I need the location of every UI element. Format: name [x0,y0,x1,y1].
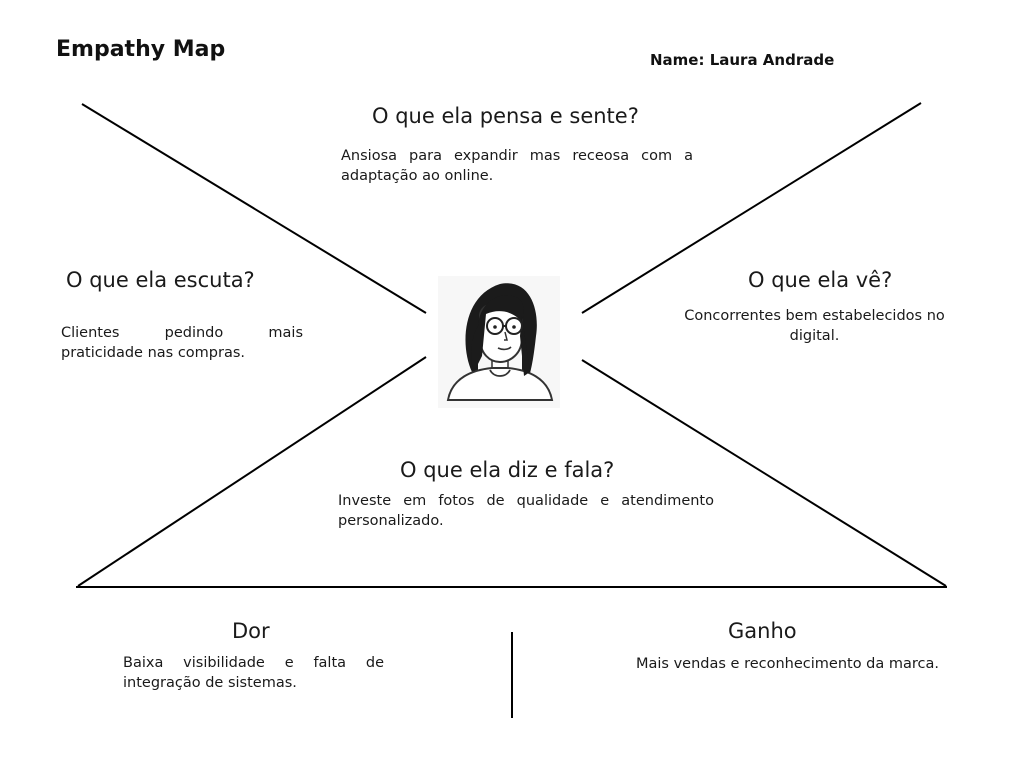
sees-heading: O que ela vê? [748,268,893,292]
sees-text: Concorrentes bem estabelecidos no digita… [684,308,945,344]
thinks-feels-text: Ansiosa para expandir mas receosa com a … [341,148,693,184]
page-title: Empathy Map [56,37,226,62]
pain-text: Baixa visibilidade e falta de integração… [123,655,384,691]
divider-bottom-right [581,359,947,587]
divider-bottom-left [77,356,427,587]
hears-text: Clientes pedindo mais praticidade nas co… [61,325,303,361]
divider-top-right [581,102,922,314]
woman-with-glasses-avatar-icon [438,276,560,408]
gain-text: Mais vendas e reconhecimento da marca. [636,656,939,672]
gain-heading: Ganho [728,619,797,643]
hears-heading: O que ela escuta? [66,268,255,292]
persona-name: Name: Laura Andrade [650,51,835,69]
divider-top-left [81,103,427,314]
pain-heading: Dor [232,619,270,643]
says-does-text: Investe em fotos de qualidade e atendime… [338,493,714,529]
says-does-heading: O que ela diz e fala? [400,458,615,482]
thinks-feels-heading: O que ela pensa e sente? [372,104,639,128]
